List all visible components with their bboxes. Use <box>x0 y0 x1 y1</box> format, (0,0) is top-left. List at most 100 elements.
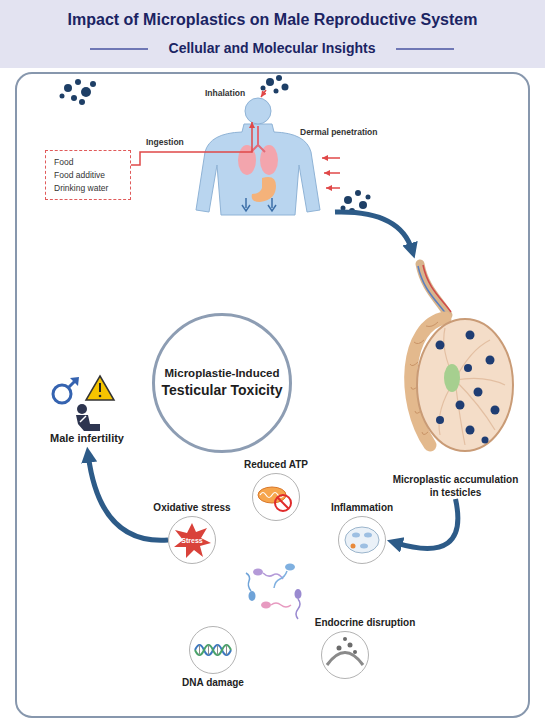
particles <box>64 84 72 92</box>
male-infertility-icon <box>53 376 114 431</box>
route-label: Inhalation <box>205 88 245 98</box>
particles <box>60 94 65 99</box>
sperm-cells <box>295 589 302 599</box>
effect-icons <box>253 474 299 520</box>
effect-icons <box>339 517 385 563</box>
effect-icons <box>345 527 379 553</box>
exposure-routes <box>322 157 340 159</box>
effect-icons <box>352 533 360 538</box>
male-infertility-icon <box>76 415 100 431</box>
body-to-testis-arrow <box>335 212 412 250</box>
human-body <box>242 198 250 211</box>
effect-icons <box>195 645 231 655</box>
effect-icons <box>275 495 291 511</box>
exposure-routes <box>326 187 340 189</box>
route-label: Ingestion <box>146 137 184 147</box>
exposure-routes <box>324 172 340 174</box>
exposure-routes <box>131 122 252 165</box>
sperm-cells <box>274 571 287 588</box>
human-body <box>268 198 276 211</box>
effect-label: Reduced ATP <box>244 459 308 470</box>
icon-text: Stress <box>181 537 202 544</box>
title-band <box>90 48 148 50</box>
testis-illustration <box>482 437 489 444</box>
testis-illustration <box>491 406 500 415</box>
central-circle: Microplastie-InducedTesticular Toxicity <box>152 313 293 454</box>
route-label: Dermal penetration <box>300 127 377 137</box>
human-body <box>251 126 265 152</box>
effect-icons <box>337 646 342 651</box>
box-item: Drinking water <box>54 182 122 195</box>
particles <box>266 78 274 86</box>
title-band <box>0 0 545 68</box>
testis-illustration <box>466 331 475 340</box>
effect-label: DNA damage <box>182 677 244 688</box>
effect-circle: Inflammation <box>338 516 386 564</box>
male-infertility-icon <box>70 377 79 386</box>
sperm-cells <box>246 564 302 620</box>
box-item: Food <box>54 156 122 169</box>
particles <box>282 84 289 91</box>
flow-arrow <box>396 499 458 548</box>
testis-illustration <box>486 356 495 365</box>
effect-icons <box>360 544 368 549</box>
exposure-routes <box>131 90 340 188</box>
flow-arrow <box>88 456 168 541</box>
effect-label: Oxidative stress <box>153 502 230 513</box>
effect-icons <box>364 533 372 538</box>
human-body <box>196 98 320 215</box>
effect-circle: Endocrine disruption <box>321 631 369 679</box>
box-item: Food additive <box>54 169 122 182</box>
male-infertility-icon <box>99 395 102 398</box>
particles <box>366 195 371 200</box>
particles <box>71 95 77 101</box>
male-infertility-icon <box>77 404 87 414</box>
testis-illustration <box>436 341 445 350</box>
panel-frame <box>16 73 529 717</box>
effect-icons <box>351 544 356 549</box>
testis-illustration <box>466 426 475 435</box>
node-caption: Microplastic accumulation in testicles <box>388 474 523 499</box>
particles <box>79 99 85 105</box>
testis-illustration <box>423 265 451 312</box>
diagram-title: Impact of Microplastics on Male Reproduc… <box>0 11 545 29</box>
title-band <box>396 48 454 50</box>
male-infertility-icon <box>53 385 71 403</box>
sperm-cells <box>253 569 263 576</box>
subtitle: Cellular and Molecular Insights <box>169 40 376 56</box>
exposure-routes <box>261 90 266 97</box>
effect-icons <box>190 627 236 673</box>
testis-illustration <box>456 401 465 410</box>
particles <box>81 87 91 97</box>
body-to-testis-arrow <box>335 212 412 250</box>
particles <box>276 75 282 81</box>
panel-frame <box>16 73 529 717</box>
sperm-cells <box>249 591 256 601</box>
sperm-cells <box>263 573 283 579</box>
particles <box>344 196 352 204</box>
testis-illustration <box>474 388 483 397</box>
effect-icons <box>327 653 363 666</box>
effect-icons <box>195 645 231 655</box>
testis-node: Microplastic accumulation in testicles <box>388 262 523 499</box>
node-caption: Male infertility <box>32 432 142 446</box>
male-infertility-icon <box>86 376 114 400</box>
male-infertility-icon <box>99 383 101 392</box>
male-infertility-icon <box>80 416 86 422</box>
particles <box>274 89 279 94</box>
testis-illustration <box>439 328 505 445</box>
effect-circle: Reduced ATP <box>252 473 300 521</box>
sperm-cells <box>246 573 251 591</box>
effect-icons <box>169 517 215 563</box>
effect-icons <box>277 497 288 508</box>
testis-illustration <box>464 364 472 372</box>
effect-icons <box>348 643 353 648</box>
effect-icons <box>200 645 227 655</box>
testis-illustration <box>417 319 513 451</box>
effect-icons <box>343 637 347 641</box>
effect-icons <box>174 523 211 558</box>
title-band <box>0 0 545 68</box>
circle-heading: Testicular Toxicity <box>162 382 283 398</box>
testis-illustration <box>418 266 446 314</box>
